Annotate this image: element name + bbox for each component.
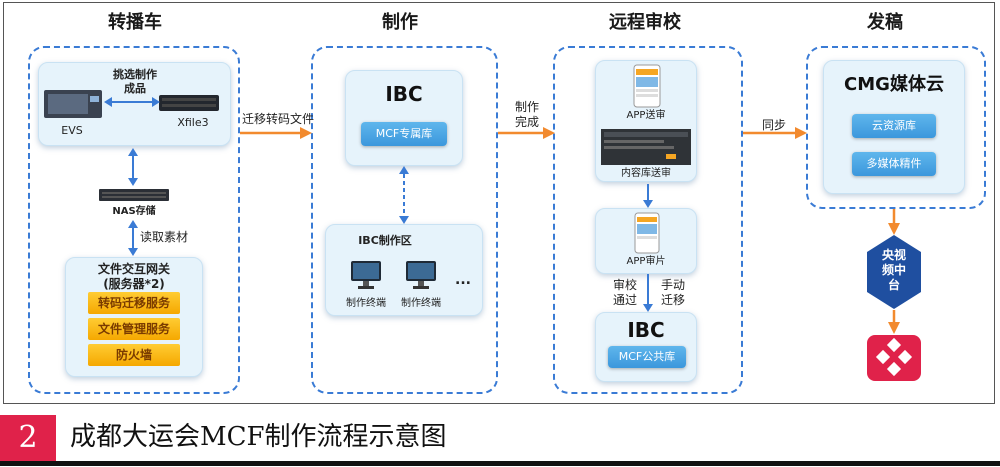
ibc-zone-link: [399, 166, 409, 224]
review-container: [553, 46, 743, 394]
ibc-private-title: IBC: [385, 82, 423, 106]
manual-migrate-label: 手动 迁移: [660, 278, 685, 307]
multimedia-button: 多媒体精件: [852, 152, 936, 176]
terminal-more: ...: [455, 272, 471, 288]
publish-logo-icon: [867, 335, 921, 381]
figure-number: 2: [0, 415, 56, 461]
app-review-label: APP审片: [626, 256, 666, 267]
nas-storage-icon: [99, 189, 169, 201]
done-label: 制作 完成: [514, 100, 539, 129]
diagram-frame: [3, 2, 995, 404]
figure-caption: 成都大运会MCF制作流程示意图: [70, 422, 447, 452]
terminal-1-label: 制作终端: [346, 298, 386, 309]
transfer-label: 迁移转码文件: [241, 112, 314, 126]
terminal-2-icon: [406, 261, 436, 289]
mcf-private-button: MCF专属库: [361, 122, 447, 146]
review-to-ibc-link: [643, 274, 653, 312]
nas-storage-label: NAS存储: [112, 206, 156, 217]
caption-underline: [0, 461, 1000, 466]
production-container: [311, 46, 498, 394]
cloud-to-cctv-arrow: [888, 209, 900, 235]
terminal-1-icon: [351, 261, 381, 289]
select-products-label: 挑选制作 成品: [113, 68, 157, 95]
cloud-library-button: 云资源库: [852, 114, 936, 138]
column-title-production: 制作: [382, 12, 418, 33]
content-send-label: 内容库送审: [621, 168, 671, 179]
sync-label: 同步: [761, 118, 786, 132]
evs-xfile-link: [104, 97, 160, 107]
service-firewall: 防火墙: [88, 344, 180, 366]
column-title-review: 远程审校: [609, 12, 681, 33]
mcf-public-button: MCF公共库: [608, 346, 686, 368]
evs-label: EVS: [61, 124, 83, 137]
gateway-title: 文件交互网关 (服务器*2): [97, 262, 170, 291]
sync-arrow: [743, 127, 807, 139]
evs-server-icon: [44, 90, 102, 118]
approved-label: 审校 通过: [612, 278, 637, 307]
xfile-server-icon: [159, 95, 219, 111]
service-file-management: 文件管理服务: [88, 318, 180, 340]
cmg-cloud-title: CMG媒体云: [844, 74, 944, 95]
app-send-label: APP送审: [626, 110, 666, 121]
ibc-zone-title: IBC制作区: [358, 234, 412, 247]
read-material-label: 读取素材: [140, 230, 189, 244]
cctv-hexagon: [867, 235, 921, 309]
hex-to-logo-arrow: [888, 310, 900, 334]
terminal-2-label: 制作终端: [401, 298, 441, 309]
cctv-label: 央视 频中 台: [881, 248, 906, 292]
app-send-phone-icon: [633, 64, 661, 108]
van-container: [28, 46, 240, 394]
done-arrow: [498, 127, 555, 139]
xfile-label: Xfile3: [177, 116, 209, 129]
content-library-screen-icon: [601, 129, 691, 165]
nas-gateway-link: [128, 220, 138, 256]
ibc-private-panel: [345, 70, 463, 166]
transfer-arrow: [240, 127, 312, 139]
column-title-publish: 发稿: [867, 12, 903, 33]
ibc-public-title: IBC: [627, 318, 665, 342]
service-transcode: 转码迁移服务: [88, 292, 180, 314]
column-title-van: 转播车: [108, 12, 162, 33]
publish-container: [806, 46, 986, 209]
app-review-phone-icon: [634, 212, 660, 254]
van-nas-link: [128, 148, 138, 186]
send-to-app-review-link: [643, 184, 653, 208]
